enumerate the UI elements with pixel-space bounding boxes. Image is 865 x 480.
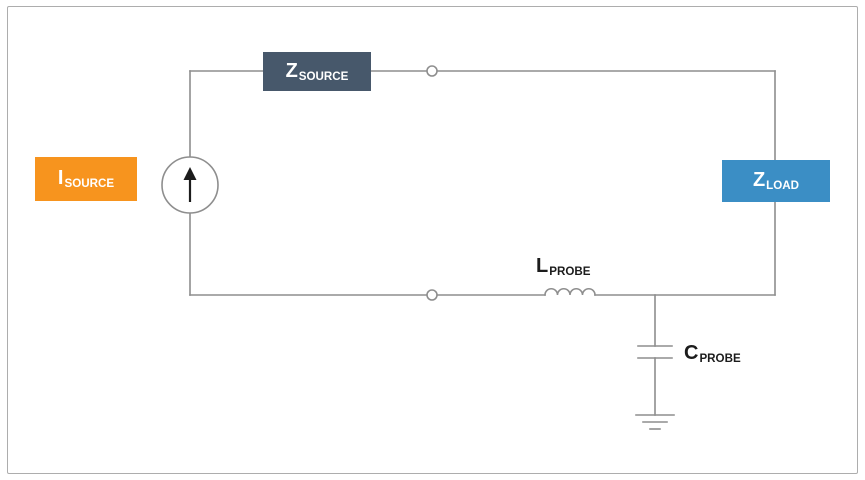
ground-icon xyxy=(635,414,675,430)
l-probe-label: LPROBE xyxy=(536,255,591,279)
i-source-box: ISOURCE xyxy=(35,157,137,201)
wire-group xyxy=(161,65,776,430)
terminal-node-bottom-icon xyxy=(426,289,438,301)
z-source-box: ZSOURCE xyxy=(263,52,371,91)
z-source-label: ZSOURCE xyxy=(285,59,349,83)
current-arrow-icon xyxy=(183,167,197,202)
i-source-label: ISOURCE xyxy=(57,167,115,191)
z-load-label: ZLOAD xyxy=(752,169,800,193)
inductor-icon xyxy=(544,287,596,296)
c-probe-label: CPROBE xyxy=(684,342,741,366)
terminal-node-top-icon xyxy=(426,65,438,77)
z-load-box: ZLOAD xyxy=(722,160,830,202)
